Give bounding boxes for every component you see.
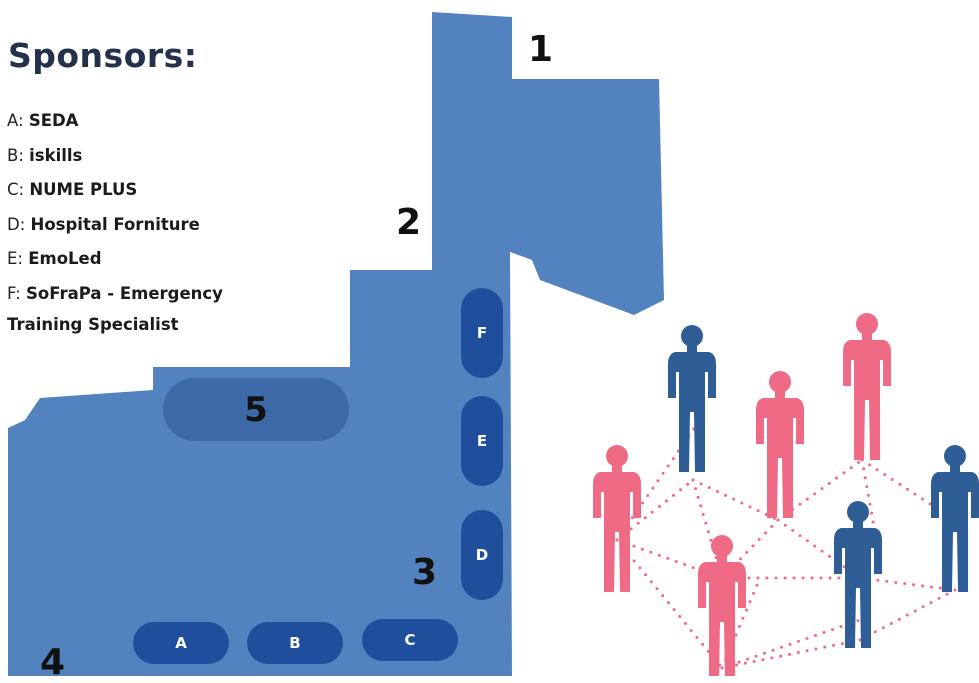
sponsor-item: C: NUME PLUS: [7, 173, 307, 208]
floor-area: [8, 12, 664, 676]
area-3-label: 3: [412, 552, 438, 593]
sponsor-letter: E:: [7, 249, 23, 268]
booth-e[interactable]: E: [461, 396, 503, 486]
sponsor-name: iskills: [29, 145, 83, 165]
person-icon: [931, 445, 979, 592]
sponsor-letter: D:: [7, 214, 26, 234]
person-icon: [843, 313, 891, 460]
sponsor-name: SoFraPa - Emergency: [26, 283, 223, 303]
sponsor-name: EmoLed: [28, 249, 102, 268]
booth-f[interactable]: F: [461, 288, 503, 378]
booth-d[interactable]: D: [461, 510, 503, 600]
sponsor-item: E: EmoLed: [7, 242, 307, 277]
booth-a[interactable]: A: [133, 622, 229, 664]
sponsor-list: A: SEDA B: iskills C: NUME PLUS D: Hospi…: [7, 104, 307, 335]
area-2-label: 2: [396, 202, 422, 243]
sponsor-name: Hospital Forniture: [30, 214, 200, 234]
sponsor-item: D: Hospital Forniture: [7, 208, 307, 243]
page-title: Sponsors:: [8, 36, 198, 75]
sponsor-letter: C:: [7, 180, 25, 199]
area-4-label: 4: [40, 642, 66, 683]
network-dots: [615, 418, 957, 670]
booth-b[interactable]: B: [247, 622, 343, 664]
person-icon: [698, 535, 746, 676]
sponsor-letter: B:: [7, 145, 24, 165]
person-icon: [593, 445, 641, 592]
sponsor-name-continued: Training Specialist: [7, 315, 179, 334]
sponsor-name: SEDA: [28, 111, 79, 130]
sponsor-item: A: SEDA: [7, 104, 307, 139]
person-icon: [756, 371, 804, 518]
area-5: 5: [163, 378, 349, 441]
sponsor-letter: A:: [7, 111, 24, 130]
sponsor-item: B: iskills: [7, 139, 307, 174]
sponsor-name: NUME PLUS: [29, 180, 138, 199]
sponsor-item: F: SoFraPa - Emergency Training Speciali…: [7, 277, 307, 336]
area-1-label: 1: [528, 29, 554, 70]
person-icon: [668, 325, 716, 472]
sponsor-letter: F:: [7, 283, 21, 303]
booth-c[interactable]: C: [362, 619, 458, 661]
